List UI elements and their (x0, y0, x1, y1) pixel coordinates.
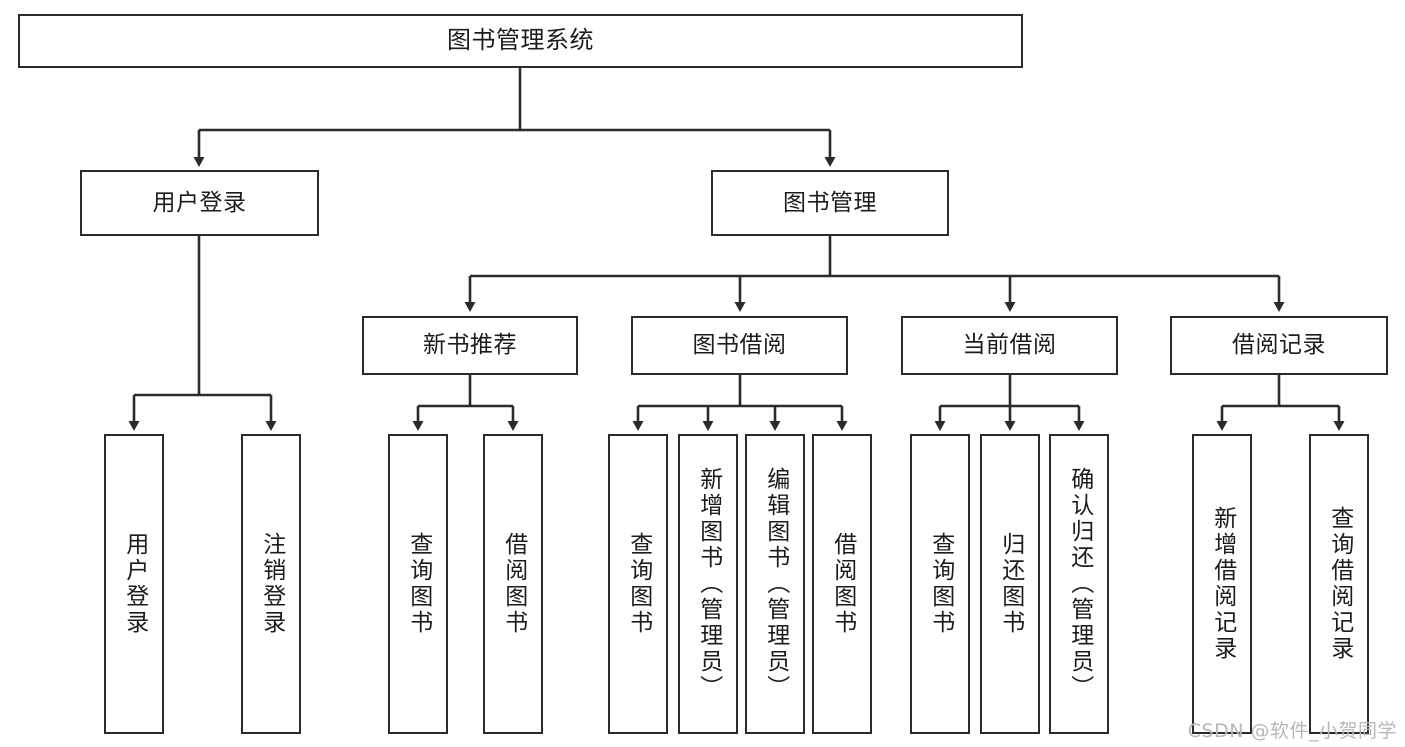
leaf-borrow-query-book[interactable]: 查询图书 (608, 434, 668, 734)
leaf-new-book-query[interactable]: 查询图书 (388, 434, 448, 734)
leaf-current-return-book[interactable]: 归还图书 (980, 434, 1040, 734)
node-user-login[interactable]: 用户登录 (80, 170, 319, 236)
node-label: 用户登录 (121, 532, 148, 636)
node-label: 注销登录 (258, 532, 285, 636)
leaf-new-book-borrow[interactable]: 借阅图书 (483, 434, 543, 734)
node-label: 借阅图书 (829, 532, 856, 636)
node-label: 当前借阅 (962, 332, 1057, 359)
leaf-user-login-signin[interactable]: 用户登录 (104, 434, 164, 734)
node-current-borrow[interactable]: 当前借阅 (901, 316, 1118, 375)
leaf-borrow-edit-book-admin[interactable]: 编辑图书（管理员） (745, 434, 805, 734)
node-book-management[interactable]: 图书管理 (711, 170, 949, 236)
node-new-book-recommend[interactable]: 新书推荐 (362, 316, 578, 375)
node-label: 用户登录 (152, 189, 247, 216)
node-label: 查询图书 (927, 532, 954, 636)
leaf-user-login-signout[interactable]: 注销登录 (241, 434, 301, 734)
node-label: 图书管理 (783, 189, 877, 216)
leaf-borrow-borrow-book[interactable]: 借阅图书 (812, 434, 872, 734)
node-label: 借阅图书 (500, 532, 527, 636)
leaf-borrow-add-book-admin[interactable]: 新增图书（管理员） (678, 434, 738, 734)
node-label: 新书推荐 (423, 332, 517, 359)
node-label: 归还图书 (997, 532, 1024, 636)
csdn-watermark: CSDN @软件_小贺同学 (1187, 720, 1397, 742)
leaf-record-add-borrow-record[interactable]: 新增借阅记录 (1192, 434, 1252, 734)
node-book-borrow[interactable]: 图书借阅 (631, 316, 848, 375)
node-label: 查询图书 (625, 532, 652, 636)
node-root-book-management-system[interactable]: 图书管理系统 (18, 14, 1023, 68)
node-label: 确认归还（管理员） (1066, 467, 1093, 701)
node-label: 编辑图书（管理员） (762, 467, 789, 701)
node-label: 查询借阅记录 (1326, 506, 1353, 662)
leaf-current-confirm-return-admin[interactable]: 确认归还（管理员） (1049, 434, 1109, 734)
node-label: 查询图书 (405, 532, 432, 636)
node-label: 图书借阅 (692, 332, 787, 359)
leaf-record-query-borrow-record[interactable]: 查询借阅记录 (1309, 434, 1369, 734)
node-label: 新增图书（管理员） (695, 467, 722, 701)
leaf-current-query-book[interactable]: 查询图书 (910, 434, 970, 734)
node-label: 借阅记录 (1232, 332, 1326, 359)
node-label: 新增借阅记录 (1209, 506, 1236, 662)
node-borrow-record[interactable]: 借阅记录 (1170, 316, 1388, 375)
node-label: 图书管理系统 (447, 26, 594, 55)
